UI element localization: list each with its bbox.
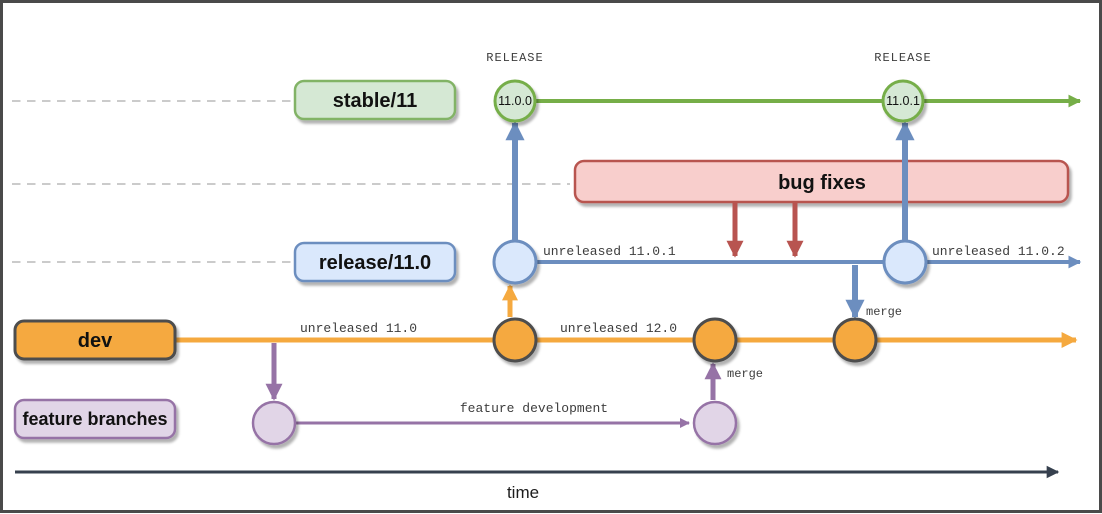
note-unreleased-11-0-2: unreleased 11.0.2 <box>932 244 1065 259</box>
commit-node-feature-2 <box>692 400 738 446</box>
commit-node-dev-1 <box>492 317 538 363</box>
label-stable: stable/11 <box>333 90 418 112</box>
label-box-release <box>293 241 457 283</box>
commit-node-release-2 <box>882 239 928 285</box>
time-label: time <box>507 483 539 502</box>
bug-fixes-label: bug fixes <box>778 172 866 194</box>
commit-node-11-0-0-label: 11.0.0 <box>498 94 532 108</box>
release-tag-2: RELEASE <box>874 51 931 65</box>
bug-fixes-box <box>573 159 1070 204</box>
commit-node-release-1 <box>492 239 538 285</box>
note-feature-development: feature development <box>460 401 608 416</box>
label-feature: feature branches <box>22 409 167 429</box>
label-release: release/11.0 <box>319 252 431 274</box>
commit-node-dev-2 <box>692 317 738 363</box>
label-dev: dev <box>78 330 113 352</box>
note-merge-feature: merge <box>727 367 763 381</box>
label-box-dev <box>13 319 177 361</box>
release-tag-1: RELEASE <box>486 51 543 65</box>
commit-node-11-0-1-label: 11.0.1 <box>886 94 920 108</box>
label-box-stable <box>293 79 457 121</box>
commit-node-dev-3 <box>832 317 878 363</box>
note-merge-release: merge <box>866 305 902 319</box>
commit-node-11-0-0 <box>493 79 537 123</box>
note-unreleased-12-0: unreleased 12.0 <box>560 321 677 336</box>
commit-node-11-0-1 <box>881 79 925 123</box>
label-box-feature <box>13 398 177 440</box>
commit-node-feature-1 <box>251 400 297 446</box>
note-unreleased-11-0-1: unreleased 11.0.1 <box>543 244 676 259</box>
note-unreleased-11-0: unreleased 11.0 <box>300 321 417 336</box>
